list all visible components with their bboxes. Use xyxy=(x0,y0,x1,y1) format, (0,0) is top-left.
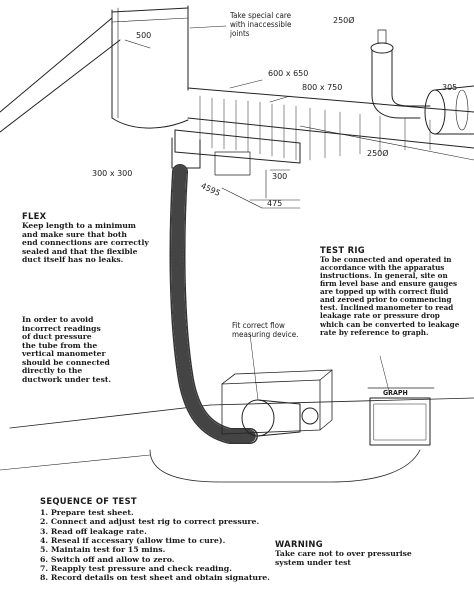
test-rig-frame xyxy=(221,369,435,446)
floor-line-2 xyxy=(0,454,151,471)
sequence-step: 6. Switch off and allow to zero. xyxy=(40,554,175,564)
label-305: 305 xyxy=(442,83,458,92)
round-branch xyxy=(424,85,474,135)
warning-heading: WARNING xyxy=(275,539,323,549)
sequence-step: 1. Prepare test sheet. xyxy=(40,508,134,517)
label-600x650: 600 x 650 xyxy=(268,69,309,78)
room-line xyxy=(0,39,121,133)
sequence-step: 4. Reseal if accessary (allow time to cu… xyxy=(40,536,226,546)
manometer-tube xyxy=(149,449,421,483)
dimension-lines xyxy=(124,25,301,209)
sequence-step: 2. Connect and adjust test rig to correc… xyxy=(40,517,260,527)
label-300: 300 xyxy=(272,172,288,181)
avoid-note: In order to avoid incorrect readings of … xyxy=(22,315,112,384)
flex-text: Keep length to a minimum and make sure t… xyxy=(22,221,149,264)
test-rig-heading: TEST RIG xyxy=(320,245,365,255)
flexible-duct xyxy=(169,164,258,444)
wall-line xyxy=(9,404,211,429)
label-graph: GRAPH xyxy=(383,389,408,397)
round-riser xyxy=(370,29,431,119)
sequence-step: 7. Reapply test pressure and check readi… xyxy=(40,564,232,574)
label-250-top: 250Ø xyxy=(333,16,355,25)
floor-line xyxy=(209,397,474,406)
leader-flow xyxy=(249,333,259,401)
flow-note: Fit correct flow measuring device. xyxy=(232,321,299,339)
warning-text: Take care not to over pressurise system … xyxy=(275,549,412,567)
test-rig-text: To be connected and operated in accordan… xyxy=(320,255,460,337)
flex-heading: FLEX xyxy=(22,211,47,221)
vertical-duct xyxy=(111,5,189,129)
sequence-list: 1. Prepare test sheet. 2. Connect and ad… xyxy=(40,508,280,583)
label-250-bottom: 250Ø xyxy=(367,149,389,158)
label-475: 475 xyxy=(267,199,283,208)
label-800x750: 800 x 750 xyxy=(302,83,343,92)
label-500: 500 xyxy=(136,31,152,40)
ceiling-line xyxy=(0,17,113,113)
main-duct xyxy=(174,87,474,164)
sequence-step: 5. Maintain test for 15 mins. xyxy=(40,545,166,555)
label-special-care: Take special care with inaccessible join… xyxy=(230,11,292,38)
sequence-step: 8. Record details on test sheet and obta… xyxy=(40,573,270,583)
leader-testrig xyxy=(379,355,391,396)
sequence-step: 3. Read off leakage rate. xyxy=(40,526,147,536)
sequence-heading: SEQUENCE OF TEST xyxy=(40,496,137,506)
label-300x300: 300 x 300 xyxy=(92,169,133,178)
